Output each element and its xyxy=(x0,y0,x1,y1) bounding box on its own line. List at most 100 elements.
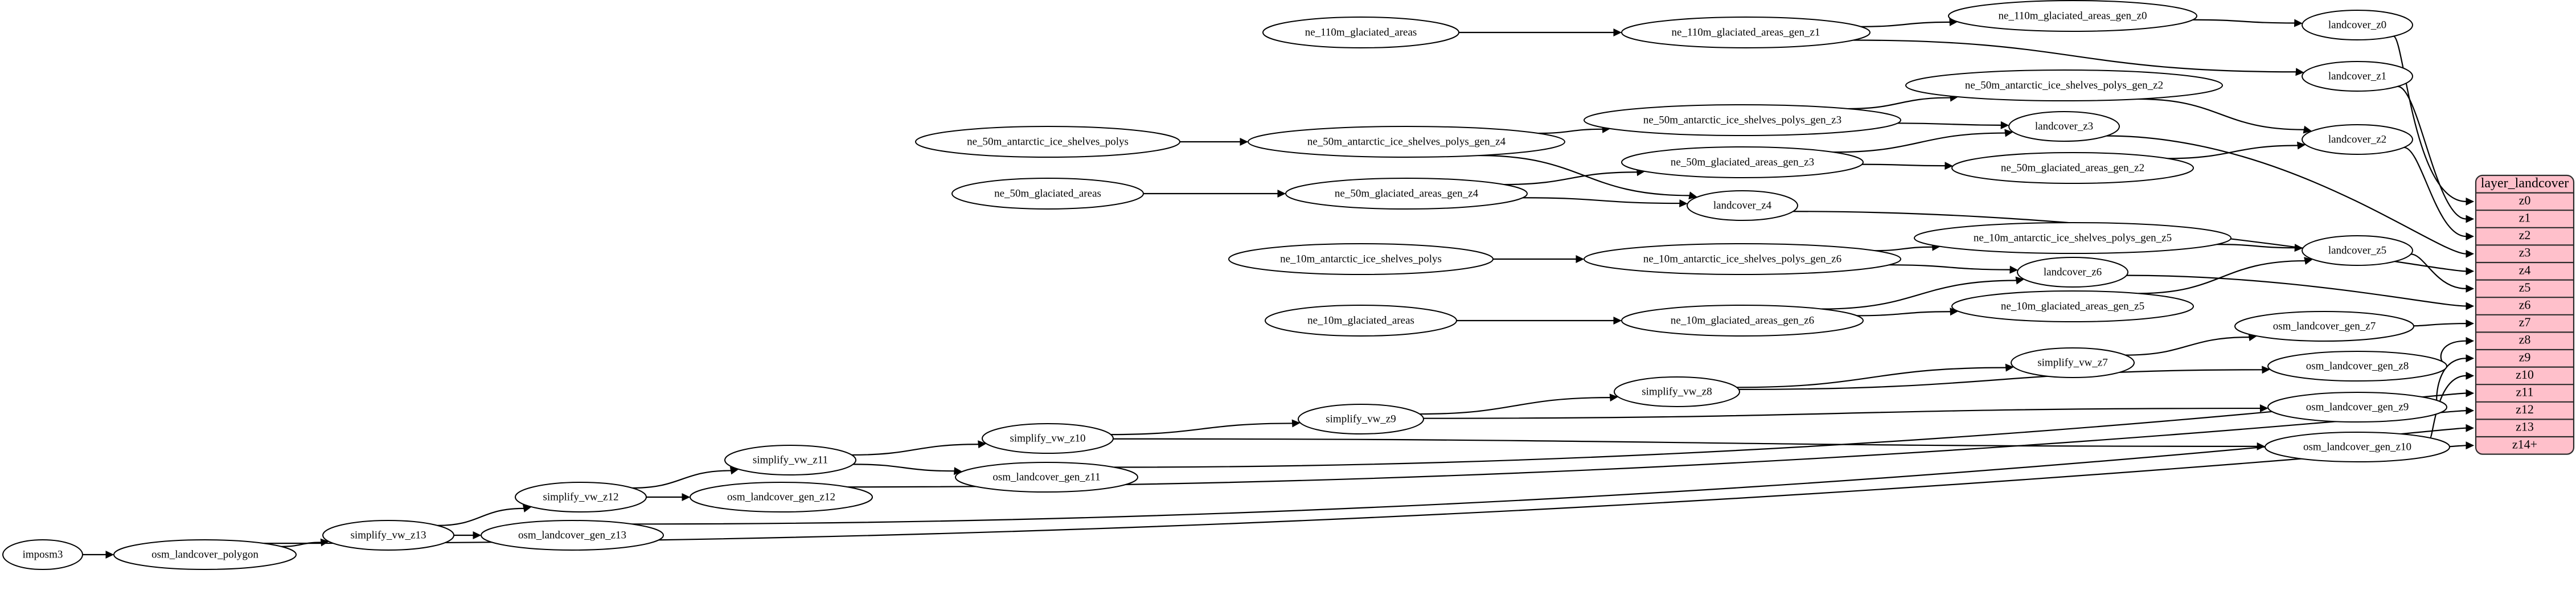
edge-ne_50m_glaciated_areas_gen_z2-to-landcover_z2 xyxy=(2167,145,2298,159)
edge-ne_110m_glaciated_areas_gen_z1-to-ne_110m_glaciated_areas_gen_z0 xyxy=(1860,21,1950,27)
record-row-z3[interactable]: z3 xyxy=(2519,245,2531,260)
record-row-z8[interactable]: z8 xyxy=(2519,333,2531,347)
node-ne_50m_glaciated_areas[interactable]: ne_50m_glaciated_areas xyxy=(951,178,1144,210)
record-row-z6[interactable]: z6 xyxy=(2519,298,2531,312)
arrowhead-ne_50m_glaciated_areas-to-ne_50m_glaciated_areas_gen_z4 xyxy=(1277,190,1286,198)
node-osm_landcover_polygon[interactable]: osm_landcover_polygon xyxy=(113,539,297,570)
node-ne_10m_antarctic_ice_shelves_polys_gen_z6[interactable]: ne_10m_antarctic_ice_shelves_polys_gen_z… xyxy=(1584,243,1901,275)
node-simplify_vw_z9[interactable]: simplify_vw_z9 xyxy=(1298,404,1424,434)
node-shape xyxy=(1584,104,1901,136)
node-ne_50m_glaciated_areas_gen_z2[interactable]: ne_50m_glaciated_areas_gen_z2 xyxy=(1951,152,2194,184)
node-osm_landcover_gen_z11[interactable]: osm_landcover_gen_z11 xyxy=(955,462,1138,493)
record-row-z1[interactable]: z1 xyxy=(2519,211,2531,225)
node-simplify_vw_z12[interactable]: simplify_vw_z12 xyxy=(515,482,647,512)
node-osm_landcover_gen_z9[interactable]: osm_landcover_gen_z9 xyxy=(2267,392,2447,423)
edge-ne_50m_glaciated_areas_gen_z3-to-ne_50m_glaciated_areas_gen_z2 xyxy=(1862,163,1945,167)
node-landcover_z1[interactable]: landcover_z1 xyxy=(2302,61,2413,92)
edge-simplify_vw_z8-to-osm_landcover_gen_z8 xyxy=(1738,369,2262,391)
arrowhead-ne_50m_antarctic_ice_shelves_polys_gen_z3-to-landcover_z3 xyxy=(2000,121,2009,129)
edge-simplify_vw_z8-to-simplify_vw_z7 xyxy=(1737,367,2006,388)
node-osm_landcover_gen_z12[interactable]: osm_landcover_gen_z12 xyxy=(690,482,873,512)
record-row-z2[interactable]: z2 xyxy=(2519,228,2531,242)
node-ne_10m_antarctic_ice_shelves_polys_gen_z5[interactable]: ne_10m_antarctic_ice_shelves_polys_gen_z… xyxy=(1914,222,2232,254)
node-simplify_vw_z13[interactable]: simplify_vw_z13 xyxy=(322,520,454,551)
node-landcover_z4[interactable]: landcover_z4 xyxy=(1687,190,1798,221)
record-row-z12[interactable]: z12 xyxy=(2516,402,2534,416)
edge-landcover_z3-to-z3 xyxy=(2106,135,2467,255)
arrowhead-osm_landcover_gen_z12-to-z12 xyxy=(2466,407,2475,415)
node-landcover_z5[interactable]: landcover_z5 xyxy=(2302,235,2413,266)
node-ne_50m_antarctic_ice_shelves_polys_gen_z3[interactable]: ne_50m_antarctic_ice_shelves_polys_gen_z… xyxy=(1584,104,1901,136)
node-simplify_vw_z10[interactable]: simplify_vw_z10 xyxy=(982,423,1114,454)
record-row-z10[interactable]: z10 xyxy=(2516,367,2534,382)
edge-osm_landcover_gen_z13-to-z13 xyxy=(631,427,2467,525)
arrowhead-simplify_vw_z8-to-osm_landcover_gen_z8 xyxy=(2262,366,2271,374)
node-ne_50m_antarctic_ice_shelves_polys[interactable]: ne_50m_antarctic_ice_shelves_polys xyxy=(915,126,1180,158)
record-row-z11[interactable]: z11 xyxy=(2516,385,2534,399)
node-landcover_z6[interactable]: landcover_z6 xyxy=(2017,257,2128,288)
arrowhead-landcover_z1-to-z1 xyxy=(2466,215,2475,223)
arrowhead-simplify_vw_z10-to-osm_landcover_gen_z10 xyxy=(2257,442,2266,450)
node-shape xyxy=(2017,257,2128,288)
node-imposm3[interactable]: imposm3 xyxy=(2,539,83,570)
layer-landcover-record[interactable]: layer_landcoverz0z1z2z3z4z5z6z7z8z9z10z1… xyxy=(2475,174,2575,455)
arrowhead-osm_landcover_gen_z9-to-z9 xyxy=(2466,354,2475,363)
node-ne_110m_glaciated_areas[interactable]: ne_110m_glaciated_areas xyxy=(1262,17,1459,48)
node-shape xyxy=(2302,61,2413,92)
record-row-z4[interactable]: z4 xyxy=(2519,263,2531,277)
edge-simplify_vw_z13-to-simplify_vw_z12 xyxy=(437,507,524,526)
node-shape xyxy=(2265,432,2450,462)
record-row-z13[interactable]: z13 xyxy=(2516,420,2534,434)
arrowhead-simplify_vw_z11-to-simplify_vw_z10 xyxy=(978,440,987,449)
node-shape xyxy=(1614,376,1740,407)
record-row-z5[interactable]: z5 xyxy=(2519,280,2531,294)
node-landcover_z3[interactable]: landcover_z3 xyxy=(2008,111,2120,142)
node-ne_110m_glaciated_areas_gen_z0[interactable]: ne_110m_glaciated_areas_gen_z0 xyxy=(1948,0,2197,32)
node-shape xyxy=(1914,222,2232,254)
node-ne_10m_glaciated_areas[interactable]: ne_10m_glaciated_areas xyxy=(1265,305,1457,337)
node-osm_landcover_gen_z7[interactable]: osm_landcover_gen_z7 xyxy=(2234,311,2414,342)
node-osm_landcover_gen_z10[interactable]: osm_landcover_gen_z10 xyxy=(2265,432,2450,462)
arrowhead-simplify_vw_z9-to-osm_landcover_gen_z9 xyxy=(2259,404,2269,413)
node-ne_10m_glaciated_areas_gen_z6[interactable]: ne_10m_glaciated_areas_gen_z6 xyxy=(1621,305,1864,337)
node-ne_50m_glaciated_areas_gen_z4[interactable]: ne_50m_glaciated_areas_gen_z4 xyxy=(1285,178,1528,210)
node-landcover_z2[interactable]: landcover_z2 xyxy=(2302,124,2413,155)
arrowhead-simplify_vw_z9-to-simplify_vw_z8 xyxy=(1609,393,1618,402)
node-shape xyxy=(1687,190,1798,221)
node-shape xyxy=(113,539,297,570)
node-simplify_vw_z11[interactable]: simplify_vw_z11 xyxy=(724,445,856,475)
node-ne_50m_antarctic_ice_shelves_polys_gen_z2[interactable]: ne_50m_antarctic_ice_shelves_polys_gen_z… xyxy=(1905,69,2223,101)
node-shape xyxy=(2011,347,2135,378)
node-ne_10m_antarctic_ice_shelves_polys[interactable]: ne_10m_antarctic_ice_shelves_polys xyxy=(1228,243,1494,275)
node-landcover_z0[interactable]: landcover_z0 xyxy=(2302,10,2413,40)
edge-landcover_z6-to-z6 xyxy=(2126,274,2467,307)
node-osm_landcover_gen_z8[interactable]: osm_landcover_gen_z8 xyxy=(2267,351,2447,382)
edge-ne_50m_antarctic_ice_shelves_polys_gen_z3-to-landcover_z3 xyxy=(1897,122,2001,126)
arrowhead-ne_110m_glaciated_areas_gen_z1-to-landcover_z1 xyxy=(2295,68,2304,76)
node-ne_110m_glaciated_areas_gen_z1[interactable]: ne_110m_glaciated_areas_gen_z1 xyxy=(1621,17,1871,48)
node-simplify_vw_z8[interactable]: simplify_vw_z8 xyxy=(1614,376,1740,407)
record-row-z7[interactable]: z7 xyxy=(2519,315,2531,329)
arrowhead-landcover_z3-to-z3 xyxy=(2466,249,2475,258)
node-ne_50m_antarctic_ice_shelves_polys_gen_z4[interactable]: ne_50m_antarctic_ice_shelves_polys_gen_z… xyxy=(1248,126,1565,158)
arrowhead-landcover_z0-to-z0 xyxy=(2466,197,2475,206)
node-osm_landcover_gen_z13[interactable]: osm_landcover_gen_z13 xyxy=(481,520,664,551)
record-row-z9[interactable]: z9 xyxy=(2519,350,2531,364)
edge-ne_110m_glaciated_areas_gen_z1-to-landcover_z1 xyxy=(1853,39,2296,73)
record-row-z14plus[interactable]: z14+ xyxy=(2512,437,2537,451)
node-shape xyxy=(1951,152,2194,184)
arrowhead-ne_50m_glaciated_areas_gen_z3-to-ne_50m_glaciated_areas_gen_z2 xyxy=(1945,162,1954,170)
node-shape xyxy=(1265,305,1457,337)
node-ne_50m_glaciated_areas_gen_z3[interactable]: ne_50m_glaciated_areas_gen_z3 xyxy=(1621,146,1864,178)
arrowhead-simplify_vw_z12-to-osm_landcover_gen_z12 xyxy=(682,493,691,501)
edge-simplify_vw_z9-to-simplify_vw_z8 xyxy=(1420,397,1610,415)
edge-osm_landcover_polygon-to-simplify_vw_z13 xyxy=(281,542,321,547)
node-ne_10m_glaciated_areas_gen_z5[interactable]: ne_10m_glaciated_areas_gen_z5 xyxy=(1951,290,2194,322)
node-shape xyxy=(951,178,1144,210)
record-row-z0[interactable]: z0 xyxy=(2519,193,2531,207)
node-shape xyxy=(1248,126,1565,158)
node-shape xyxy=(955,462,1138,493)
arrowhead-ne_10m_glaciated_areas_gen_z5-to-landcover_z5 xyxy=(2304,257,2313,265)
node-shape xyxy=(322,520,454,551)
node-simplify_vw_z7[interactable]: simplify_vw_z7 xyxy=(2011,347,2135,378)
